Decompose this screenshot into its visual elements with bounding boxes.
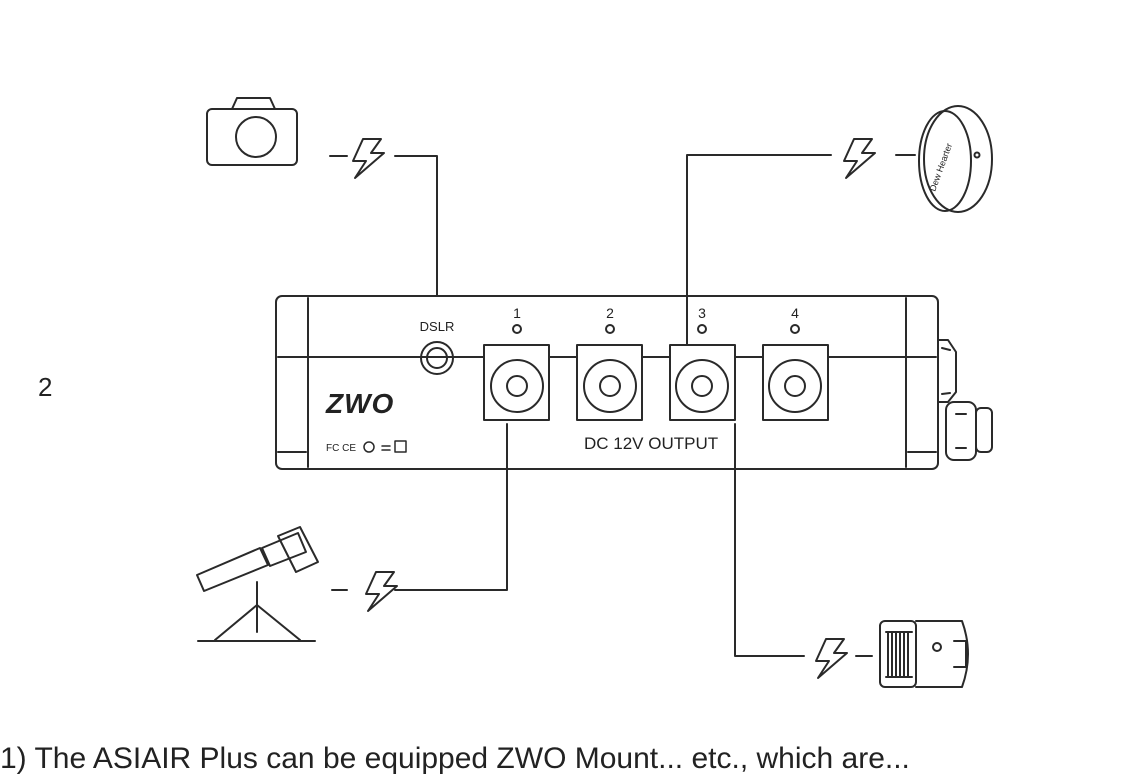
output-port-1: [483, 324, 550, 421]
certification-icons: [363, 440, 407, 453]
lightning-bolt-icon: [352, 138, 876, 679]
dew-heater-icon: [918, 105, 993, 213]
dew-heater-label: Dew Hearter: [927, 142, 954, 193]
port-4-number: 4: [791, 305, 799, 321]
side-number: 2: [38, 372, 53, 402]
brand-logo: ZWO: [325, 388, 394, 419]
caption-text: 1) The ASIAIR Plus can be equipped ZWO M…: [0, 742, 910, 775]
dslr-label: DSLR: [420, 319, 455, 334]
side-connector: [937, 339, 993, 461]
output-port-2: [576, 324, 643, 421]
port-1-number: 1: [513, 305, 521, 321]
camera-icon: [206, 97, 298, 166]
dslr-port: [420, 341, 454, 375]
focuser-icon: [879, 620, 969, 688]
output-port-3: [669, 324, 736, 421]
output-port-4: [762, 324, 829, 421]
connection-lines: [329, 154, 916, 657]
telescope-icon: [196, 526, 319, 642]
port-2-number: 2: [606, 305, 614, 321]
cert-marks-label: FC CE: [326, 443, 356, 454]
port-3-number: 3: [698, 305, 706, 321]
output-label: DC 12V OUTPUT: [584, 434, 718, 453]
